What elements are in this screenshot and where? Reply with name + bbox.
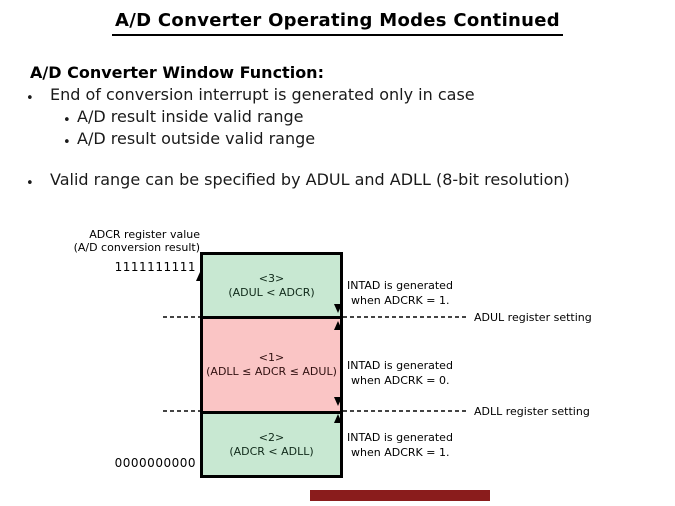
section-heading: A/D Converter Window Function: bbox=[30, 63, 324, 82]
intad-note-above: INTAD is generated when ADCRK = 1. bbox=[347, 278, 453, 308]
adul-boundary-line bbox=[203, 316, 340, 319]
region-condition: (ADUL < ADCR) bbox=[228, 285, 315, 299]
region-id: <3> bbox=[258, 271, 285, 285]
slide-progress-bar bbox=[310, 490, 490, 501]
bullet-text: A/D result outside valid range bbox=[77, 129, 316, 148]
intad-note-line1: INTAD is generated bbox=[347, 431, 453, 444]
adll-dashed-line bbox=[343, 410, 469, 412]
intad-note-line2: when ADCRK = 1. bbox=[351, 294, 450, 307]
adcr-axis-label: ADCR register value (A/D conversion resu… bbox=[0, 228, 200, 254]
range-arrow-down-icon bbox=[334, 304, 342, 313]
adcr-axis-label-line1: ADCR register value bbox=[89, 228, 200, 241]
bullet-text: Valid range can be specified by ADUL and… bbox=[50, 170, 570, 189]
intad-note-line2: when ADCRK = 1. bbox=[351, 446, 450, 459]
adul-dashed-line bbox=[343, 316, 469, 318]
bullet-marker: • bbox=[63, 135, 71, 150]
page-title: A/D Converter Operating Modes Continued bbox=[112, 10, 563, 36]
adll-dashed-line bbox=[163, 410, 200, 412]
range-arrow-up-icon bbox=[334, 414, 342, 423]
bullet-marker: • bbox=[26, 176, 34, 191]
range-arrow-up-icon bbox=[334, 321, 342, 330]
intad-note-below: INTAD is generated when ADCRK = 1. bbox=[347, 430, 453, 460]
region-inside-window: <1> (ADLL ≤ ADCR ≤ ADUL) bbox=[203, 319, 340, 411]
adcr-axis-label-line2: (A/D conversion result) bbox=[73, 241, 200, 254]
bullet-item: • bbox=[63, 109, 71, 128]
adul-dashed-line bbox=[163, 316, 200, 318]
intad-note-line1: INTAD is generated bbox=[347, 359, 453, 372]
range-arrow-down-icon bbox=[334, 397, 342, 406]
max-value-label: 1111111111 bbox=[114, 260, 196, 274]
bullet-item: • bbox=[63, 131, 71, 150]
bullet-item: • bbox=[26, 172, 34, 191]
intad-note-line2: when ADCRK = 0. bbox=[351, 374, 450, 387]
region-id: <1> bbox=[258, 351, 285, 364]
min-value-label: 0000000000 bbox=[114, 456, 196, 470]
adll-register-label: ADLL register setting bbox=[474, 405, 590, 418]
adll-boundary-line bbox=[203, 411, 340, 414]
region-condition: (ADLL ≤ ADCR ≤ ADUL) bbox=[206, 365, 337, 378]
adul-register-label: ADUL register setting bbox=[474, 311, 592, 324]
bullet-text: End of conversion interrupt is generated… bbox=[50, 85, 475, 104]
bullet-marker: • bbox=[26, 91, 34, 106]
intad-note-inside: INTAD is generated when ADCRK = 0. bbox=[347, 358, 453, 388]
slide-header: A/D Converter Operating Modes Continued bbox=[0, 10, 675, 36]
adcr-range-box: <3> (ADUL < ADCR) <1> (ADLL ≤ ADCR ≤ ADU… bbox=[200, 252, 343, 478]
region-condition: (ADCR < ADLL) bbox=[229, 444, 314, 458]
region-below-adll: <2> (ADCR < ADLL) bbox=[203, 414, 340, 475]
region-above-adul: <3> (ADUL < ADCR) bbox=[203, 255, 340, 316]
bullet-text: A/D result inside valid range bbox=[77, 107, 304, 126]
bullet-item: • bbox=[26, 87, 34, 106]
bullet-marker: • bbox=[63, 113, 71, 128]
intad-note-line1: INTAD is generated bbox=[347, 279, 453, 292]
region-id: <2> bbox=[258, 430, 285, 444]
